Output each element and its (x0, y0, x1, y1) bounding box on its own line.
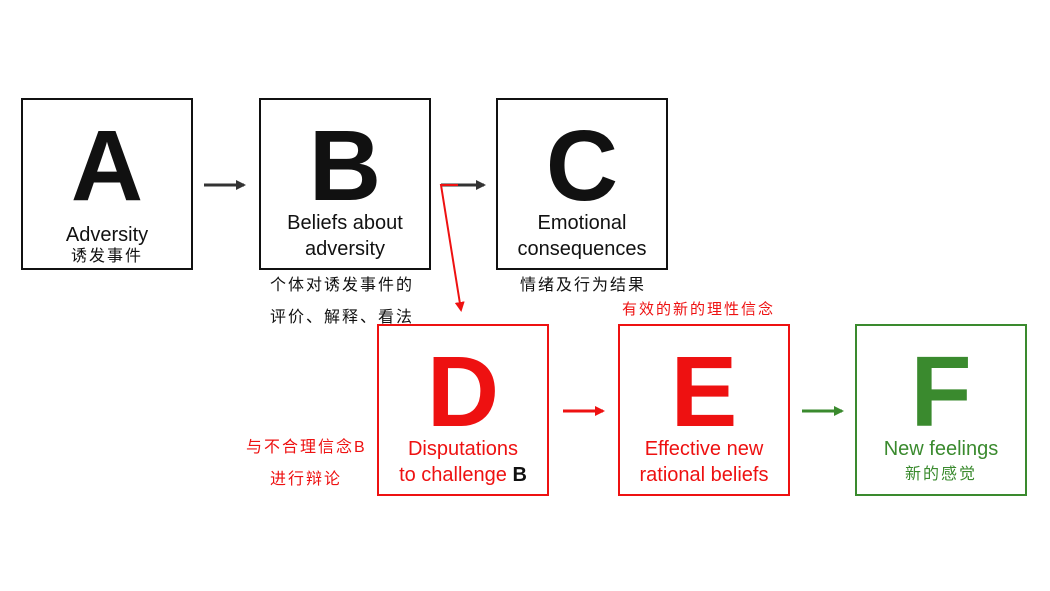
note-b-line2: 评价、解释、看法 (270, 309, 415, 326)
letter-f: F (910, 336, 972, 448)
letter-c: C (545, 110, 619, 222)
box-d-disputations: D Disputations to challenge B (377, 324, 549, 496)
box-d-label-line2-text: to challenge (399, 464, 513, 486)
box-a-sub: 诱发事件 (70, 248, 143, 265)
box-c-label-line2: consequences (517, 238, 647, 260)
box-e-label-line2: rational beliefs (639, 464, 769, 486)
box-d-label-line2: to challenge B (379, 462, 547, 488)
box-b-beliefs: B Beliefs about adversity (259, 98, 431, 270)
box-a-adversity: A Adversity 诱发事件 (21, 98, 193, 270)
letter-e: E (670, 336, 738, 448)
box-f-label: New feelings (883, 438, 999, 460)
note-b-line1: 个体对诱发事件的 (270, 277, 415, 294)
box-a-label: Adversity (65, 224, 149, 246)
box-e-effective-beliefs: E Effective new rational beliefs (618, 324, 790, 496)
note-e: 有效的新的理性信念 (622, 301, 776, 318)
box-f-sub: 新的感觉 (904, 466, 977, 483)
box-c-consequences: C Emotional consequences (496, 98, 668, 270)
note-d-line1: 与不合理信念B (246, 439, 367, 456)
box-f-new-feelings: F New feelings 新的感觉 (855, 324, 1027, 496)
letter-d: D (426, 336, 500, 448)
letter-b: B (308, 110, 382, 222)
arrow-b-to-d (439, 184, 465, 312)
box-d-label-line1: Disputations (407, 438, 519, 460)
box-e-label-line1: Effective new (644, 438, 764, 460)
box-b-label-line2: adversity (304, 238, 386, 260)
box-d-label-line2-bold: B (512, 464, 527, 486)
letter-a: A (70, 110, 144, 222)
note-d-line2: 进行辩论 (270, 471, 343, 488)
note-c: 情绪及行为结果 (520, 277, 647, 294)
box-b-label-line1: Beliefs about (287, 212, 403, 234)
box-c-label-line1: Emotional (537, 212, 627, 234)
